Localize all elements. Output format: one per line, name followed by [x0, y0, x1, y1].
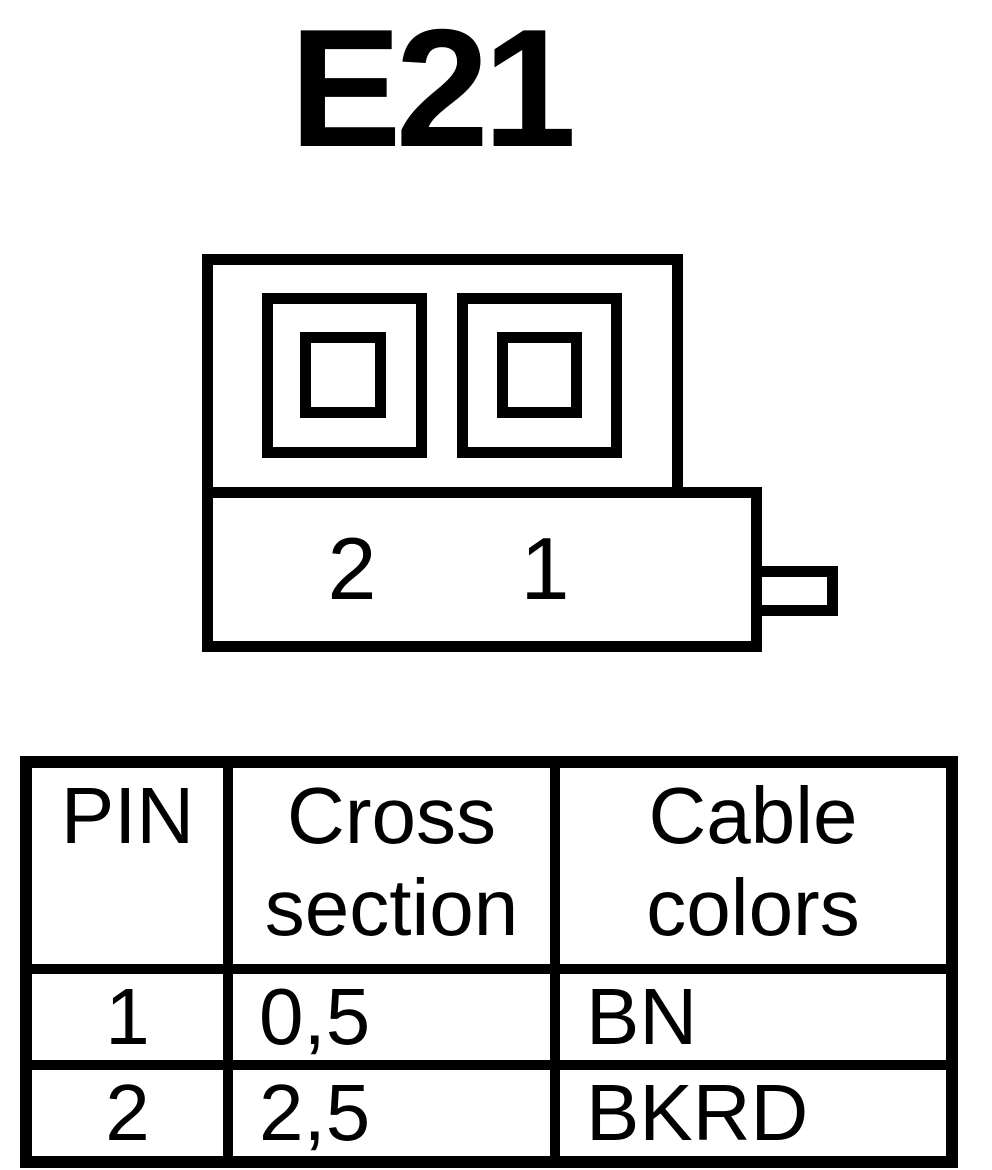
cavity-1-inner-outline — [497, 332, 582, 418]
table-row: 1 0,5 BN — [21, 964, 957, 1070]
column-header-pin: PIN — [21, 757, 233, 974]
cell-cross-section-2: 2,5 — [223, 1060, 560, 1167]
connector-latch-tab-outline — [751, 566, 838, 616]
column-header-cross-section: Cross section — [223, 757, 560, 974]
table-header-row: PIN Cross section Cable colors — [21, 757, 957, 974]
column-header-cross-section-line1: Cross — [287, 771, 496, 860]
cell-cable-color-2: BKRD — [550, 1060, 957, 1167]
column-header-cable-colors: Cable colors — [550, 757, 957, 974]
connector-base-outline — [202, 487, 762, 652]
cell-cross-section-1: 0,5 — [223, 964, 560, 1070]
pin-label-1: 1 — [520, 519, 570, 618]
column-header-cable-colors-line1: Cable — [648, 771, 858, 860]
cavity-1-outer-outline — [457, 293, 622, 458]
cell-cable-color-1: BN — [550, 964, 957, 1070]
connector-title: E21 — [289, 0, 577, 182]
cell-pin-2: 2 — [21, 1060, 233, 1167]
column-header-cable-colors-line2: colors — [646, 863, 860, 952]
cavity-2-outer-outline — [262, 293, 427, 458]
table-row: 2 2,5 BKRD — [21, 1060, 957, 1167]
pin-label-2: 2 — [327, 519, 377, 618]
pinout-table: PIN Cross section Cable colors 1 0,5 BN … — [20, 756, 958, 1168]
cavity-2-inner-outline — [300, 332, 386, 418]
column-header-pin-label: PIN — [60, 771, 195, 860]
cell-pin-1: 1 — [21, 964, 233, 1070]
column-header-cross-section-line2: section — [264, 863, 519, 952]
